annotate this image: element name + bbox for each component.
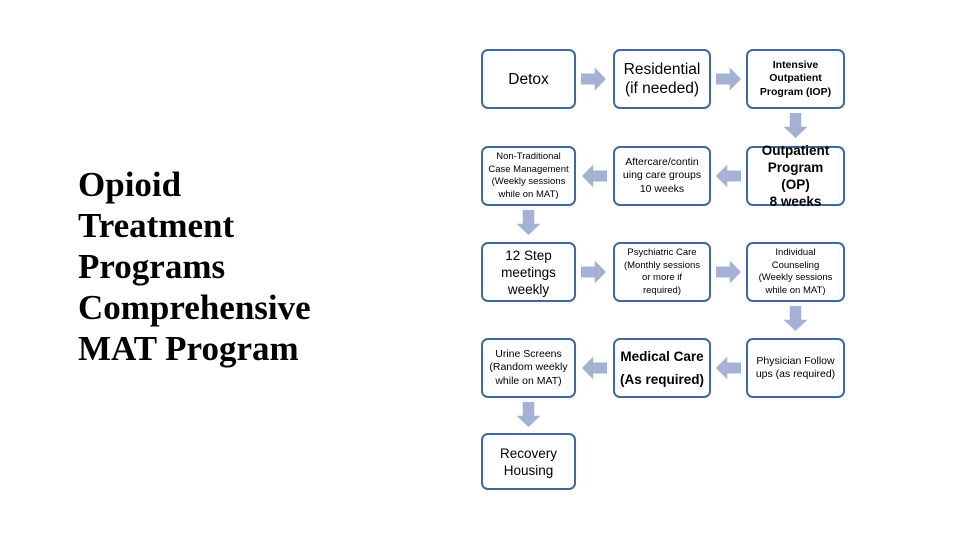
flow-node-twelve-step-line-1: 12 Step (505, 247, 552, 263)
flow-node-residential[interactable]: Residential (if needed) (613, 49, 711, 109)
flow-node-aftercare[interactable]: Aftercare/contin uing care groups 10 wee… (613, 146, 711, 206)
flow-node-detox-line-1: Detox (508, 70, 549, 88)
flow-node-medical-care-text: Medical Care (As required) (619, 348, 705, 388)
flow-node-medical-care-line-1: Medical Care (620, 349, 704, 364)
flow-node-urine-screens-line-3: while on MAT) (495, 374, 562, 387)
arrow-left-icon-aftercare-to-case-management (582, 164, 607, 188)
arrow-left-icon-physician-follow-ups-to-medical-care (716, 356, 741, 380)
flow-node-recovery-housing-text: Recovery Housing (487, 445, 570, 479)
title-line-4: Comprehensive (78, 288, 311, 327)
flow-node-op-line-1: Outpatient (761, 143, 830, 158)
flow-node-detox[interactable]: Detox (481, 49, 576, 109)
arrow-down-icon-case-management-to-twelve-step (516, 210, 541, 235)
arrow-right-icon-detox-to-residential (581, 67, 606, 91)
flow-node-case-management-line-4: while on MAT) (498, 188, 559, 200)
flow-node-case-management-line-2: Case Management (488, 163, 569, 175)
flow-node-iop-line-2: Outpatient (769, 72, 822, 85)
flow-node-physician-follow-ups-line-1: Physician Follow (756, 354, 835, 367)
flow-node-medical-care[interactable]: Medical Care (As required) (613, 338, 711, 398)
arrow-down-icon-iop-to-op (783, 113, 808, 138)
flow-node-op-text: Outpatient Program (OP) 8 weeks (752, 142, 839, 210)
arrow-right-icon-psychiatric-care-to-individual-counseling (716, 260, 741, 284)
flow-node-urine-screens[interactable]: Urine Screens (Random weekly while on MA… (481, 338, 576, 398)
flow-node-psychiatric-care[interactable]: Psychiatric Care (Monthly sessions or mo… (613, 242, 711, 302)
flow-node-residential-line-2: (if needed) (624, 80, 700, 97)
flow-node-aftercare-line-1: Aftercare/contin (625, 155, 699, 168)
flow-node-individual-counseling-line-2: (Weekly sessions (758, 272, 833, 283)
arrow-right-icon-residential-to-iop (716, 67, 741, 91)
flow-node-psychiatric-care-line-3: or more if (641, 272, 683, 283)
flow-node-recovery-housing-line-1: Recovery (499, 445, 558, 461)
flow-node-aftercare-line-3: 10 weeks (639, 182, 685, 195)
flow-node-iop[interactable]: Intensive Outpatient Program (IOP) (746, 49, 845, 109)
flow-node-iop-line-1: Intensive (772, 58, 819, 71)
flow-node-recovery-housing-line-2: Housing (503, 462, 554, 478)
flow-node-urine-screens-line-2: (Random weekly (489, 361, 568, 374)
flow-node-recovery-housing[interactable]: Recovery Housing (481, 433, 576, 490)
flow-node-detox-text: Detox (487, 70, 570, 89)
flow-node-iop-text: Intensive Outpatient Program (IOP) (752, 59, 839, 100)
flow-node-medical-care-line-2: (As required) (619, 372, 704, 387)
flow-node-op-line-3: 8 weeks (769, 194, 822, 209)
flow-node-op[interactable]: Outpatient Program (OP) 8 weeks (746, 143, 845, 209)
flow-node-case-management-line-3: (Weekly sessions (491, 176, 566, 187)
title-line-1: Opioid (78, 165, 182, 204)
arrow-left-icon-medical-care-to-urine-screens (582, 356, 607, 380)
flow-node-aftercare-line-2: uing care groups (622, 169, 702, 182)
flow-node-residential-line-1: Residential (623, 61, 701, 78)
arrow-down-icon-individual-counseling-to-physician-follow-ups (783, 306, 808, 331)
flow-node-twelve-step-line-2: meetings (501, 264, 556, 280)
flow-node-iop-line-3: Program (IOP) (759, 85, 832, 98)
flow-node-physician-follow-ups-text: Physician Follow ups (as required) (752, 355, 839, 382)
flow-node-individual-counseling-text: Individual Counseling (Weekly sessions w… (752, 247, 839, 297)
flow-node-twelve-step-line-3: weekly (507, 281, 550, 297)
flow-node-non-traditional-case-management-text: Non-Traditional Case Management (Weekly … (487, 151, 570, 201)
flow-node-individual-counseling[interactable]: Individual Counseling (Weekly sessions w… (746, 242, 845, 302)
flow-node-residential-text: Residential (if needed) (619, 60, 705, 98)
flow-node-psychiatric-care-line-4: required) (642, 284, 682, 296)
flow-node-psychiatric-care-line-1: Psychiatric Care (627, 247, 697, 258)
title-line-5: MAT Program (78, 329, 299, 368)
title-line-2: Treatment (78, 206, 235, 245)
flow-node-physician-follow-ups[interactable]: Physician Follow ups (as required) (746, 338, 845, 398)
flow-node-twelve-step[interactable]: 12 Step meetings weekly (481, 242, 576, 302)
arrow-down-icon-urine-screens-to-recovery-housing (516, 402, 541, 427)
flow-node-twelve-step-text: 12 Step meetings weekly (487, 247, 570, 298)
flow-node-individual-counseling-line-3: while on MAT) (765, 284, 826, 296)
flow-node-psychiatric-care-text: Psychiatric Care (Monthly sessions or mo… (619, 247, 705, 297)
flow-node-non-traditional-case-management[interactable]: Non-Traditional Case Management (Weekly … (481, 146, 576, 206)
flow-node-urine-screens-text: Urine Screens (Random weekly while on MA… (487, 348, 570, 389)
flow-node-case-management-line-1: Non-Traditional (496, 151, 561, 162)
title-line-3: Programs (78, 247, 226, 286)
arrow-right-icon-twelve-step-to-psychiatric-care (581, 260, 606, 284)
page-title: Opioid Treatment Programs Comprehensive … (78, 164, 448, 369)
flow-node-individual-counseling-line-1: Individual Counseling (771, 247, 820, 271)
flow-node-urine-screens-line-1: Urine Screens (495, 347, 562, 360)
flow-node-op-line-2: Program (OP) (767, 160, 824, 192)
flow-node-psychiatric-care-line-2: (Monthly sessions (623, 259, 701, 271)
flow-node-aftercare-text: Aftercare/contin uing care groups 10 wee… (619, 156, 705, 197)
flow-node-physician-follow-ups-line-2: ups (as required) (755, 368, 836, 380)
arrow-left-icon-op-to-aftercare (716, 164, 741, 188)
